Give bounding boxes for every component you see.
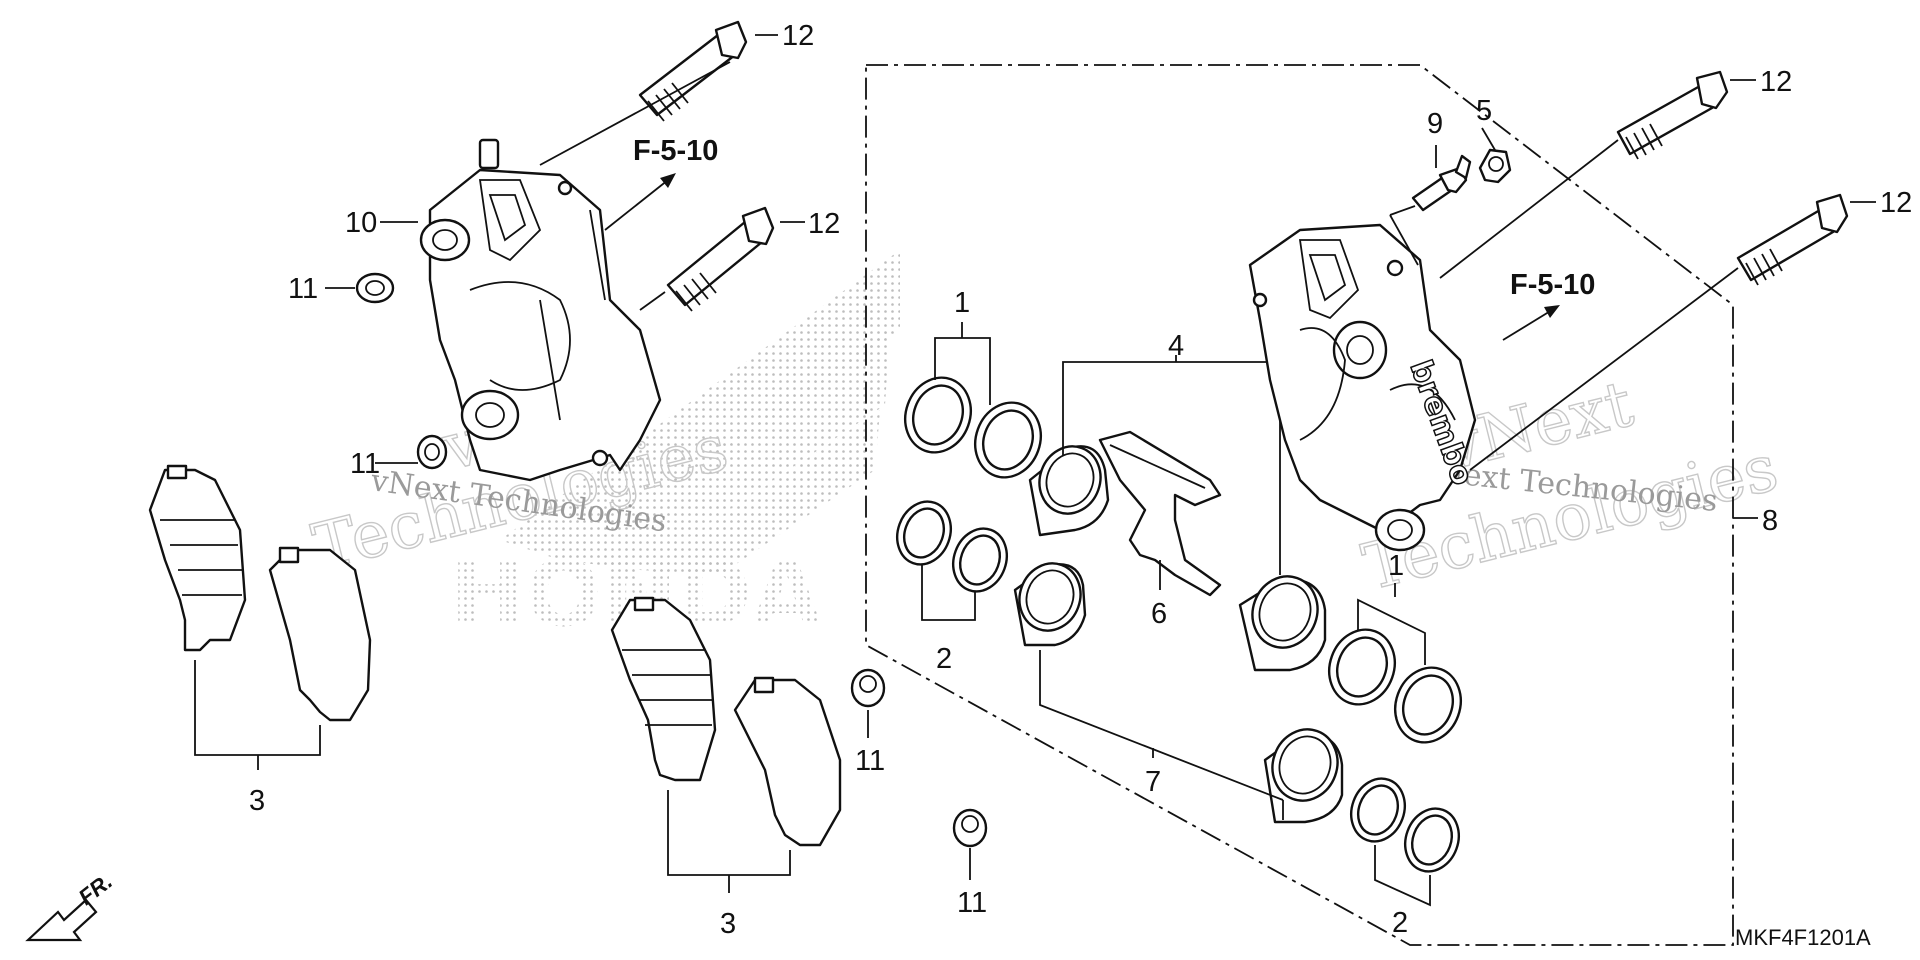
bleeder-9-path <box>1389 214 1419 266</box>
bleeder-cap-5 <box>1478 148 1512 184</box>
bleeder-valve-9 <box>1411 154 1472 212</box>
label-2-upper: 2 <box>936 643 952 675</box>
piston-7-d <box>1263 728 1344 824</box>
collar-11-bottom <box>952 808 988 848</box>
piston-seal-1-a <box>904 376 972 454</box>
bolt-12-left-mid-path <box>639 291 666 311</box>
label-5: 5 <box>1476 95 1492 127</box>
dust-seal-2-b <box>952 527 1008 593</box>
label-10: 10 <box>345 207 377 239</box>
label-2-lower: 2 <box>1392 907 1408 939</box>
label-1-lower: 1 <box>1388 550 1404 582</box>
bracket-2-lower <box>1374 845 1431 907</box>
label-3-center: 3 <box>720 908 736 940</box>
dust-seal-2-d <box>1404 807 1460 873</box>
label-12-left-mid: 12 <box>808 208 840 240</box>
bracket-1-lower <box>1357 598 1426 665</box>
label-12-left-top: 12 <box>782 20 814 52</box>
brake-pad-center-plain <box>610 596 717 782</box>
brake-pad-center-backing <box>733 676 842 847</box>
bolt-12-left-mid <box>666 206 775 312</box>
diagram-code: MKF4F1201A <box>1735 925 1871 950</box>
assembly-outline-8 <box>865 64 1734 946</box>
label-4: 4 <box>1168 330 1184 362</box>
label-1-upper: 1 <box>954 287 970 319</box>
front-direction-arrow <box>25 898 98 942</box>
ref-arrow-left <box>604 173 676 231</box>
label-3-left: 3 <box>249 785 265 817</box>
bolt-12-right-top <box>1616 70 1729 160</box>
piston-seal-1-d <box>1394 666 1462 744</box>
bracket-7 <box>1039 650 1284 801</box>
label-8: 8 <box>1762 505 1778 537</box>
bolt-12-right-bottom <box>1736 193 1849 286</box>
piston-7-a <box>1028 445 1110 537</box>
bleeder-9-lead <box>1389 205 1416 216</box>
bracket-4 <box>1062 361 1281 575</box>
piston-seal-1-c <box>1328 628 1396 706</box>
label-11-left-top: 11 <box>288 273 318 305</box>
label-11-left-bottom: 11 <box>350 448 380 480</box>
brake-pad-left-backing <box>268 546 372 722</box>
collar-11-left-top <box>355 272 395 304</box>
label-7: 7 <box>1145 766 1161 798</box>
left-caliper <box>419 138 662 482</box>
bolt-12-left-top <box>638 20 748 122</box>
bolt-12-right-bottom-path <box>1469 267 1739 471</box>
bolt-12-left-top-path <box>539 61 731 166</box>
callout-leaders <box>325 34 1876 880</box>
ref-arrow-right <box>1502 305 1560 341</box>
dust-seal-2-a <box>896 500 952 566</box>
label-11-bottom: 11 <box>957 887 987 919</box>
label-12-right-top: 12 <box>1760 66 1792 98</box>
collar-11-center <box>850 668 886 708</box>
front-direction-label: FR. <box>74 868 117 910</box>
piston-seal-1-b <box>974 401 1042 479</box>
ref-label-left: F-5-10 <box>633 135 718 167</box>
label-9: 9 <box>1427 108 1443 140</box>
dust-seal-2-c <box>1350 777 1406 843</box>
ref-label-right: F-5-10 <box>1510 269 1595 301</box>
brake-pad-left-plain <box>148 464 247 652</box>
bracket-2-upper <box>921 565 976 621</box>
piston-7-b <box>1013 562 1087 647</box>
watermark-wing-logo <box>500 250 900 575</box>
piston-7-c <box>1238 575 1327 672</box>
label-11-center: 11 <box>855 745 885 777</box>
bolt-12-right-top-path <box>1439 139 1619 279</box>
label-12-right-bottom: 12 <box>1880 187 1912 219</box>
pad-spring-6 <box>1098 430 1222 597</box>
collar-11-left-bottom <box>416 434 448 470</box>
label-6: 6 <box>1151 598 1167 630</box>
